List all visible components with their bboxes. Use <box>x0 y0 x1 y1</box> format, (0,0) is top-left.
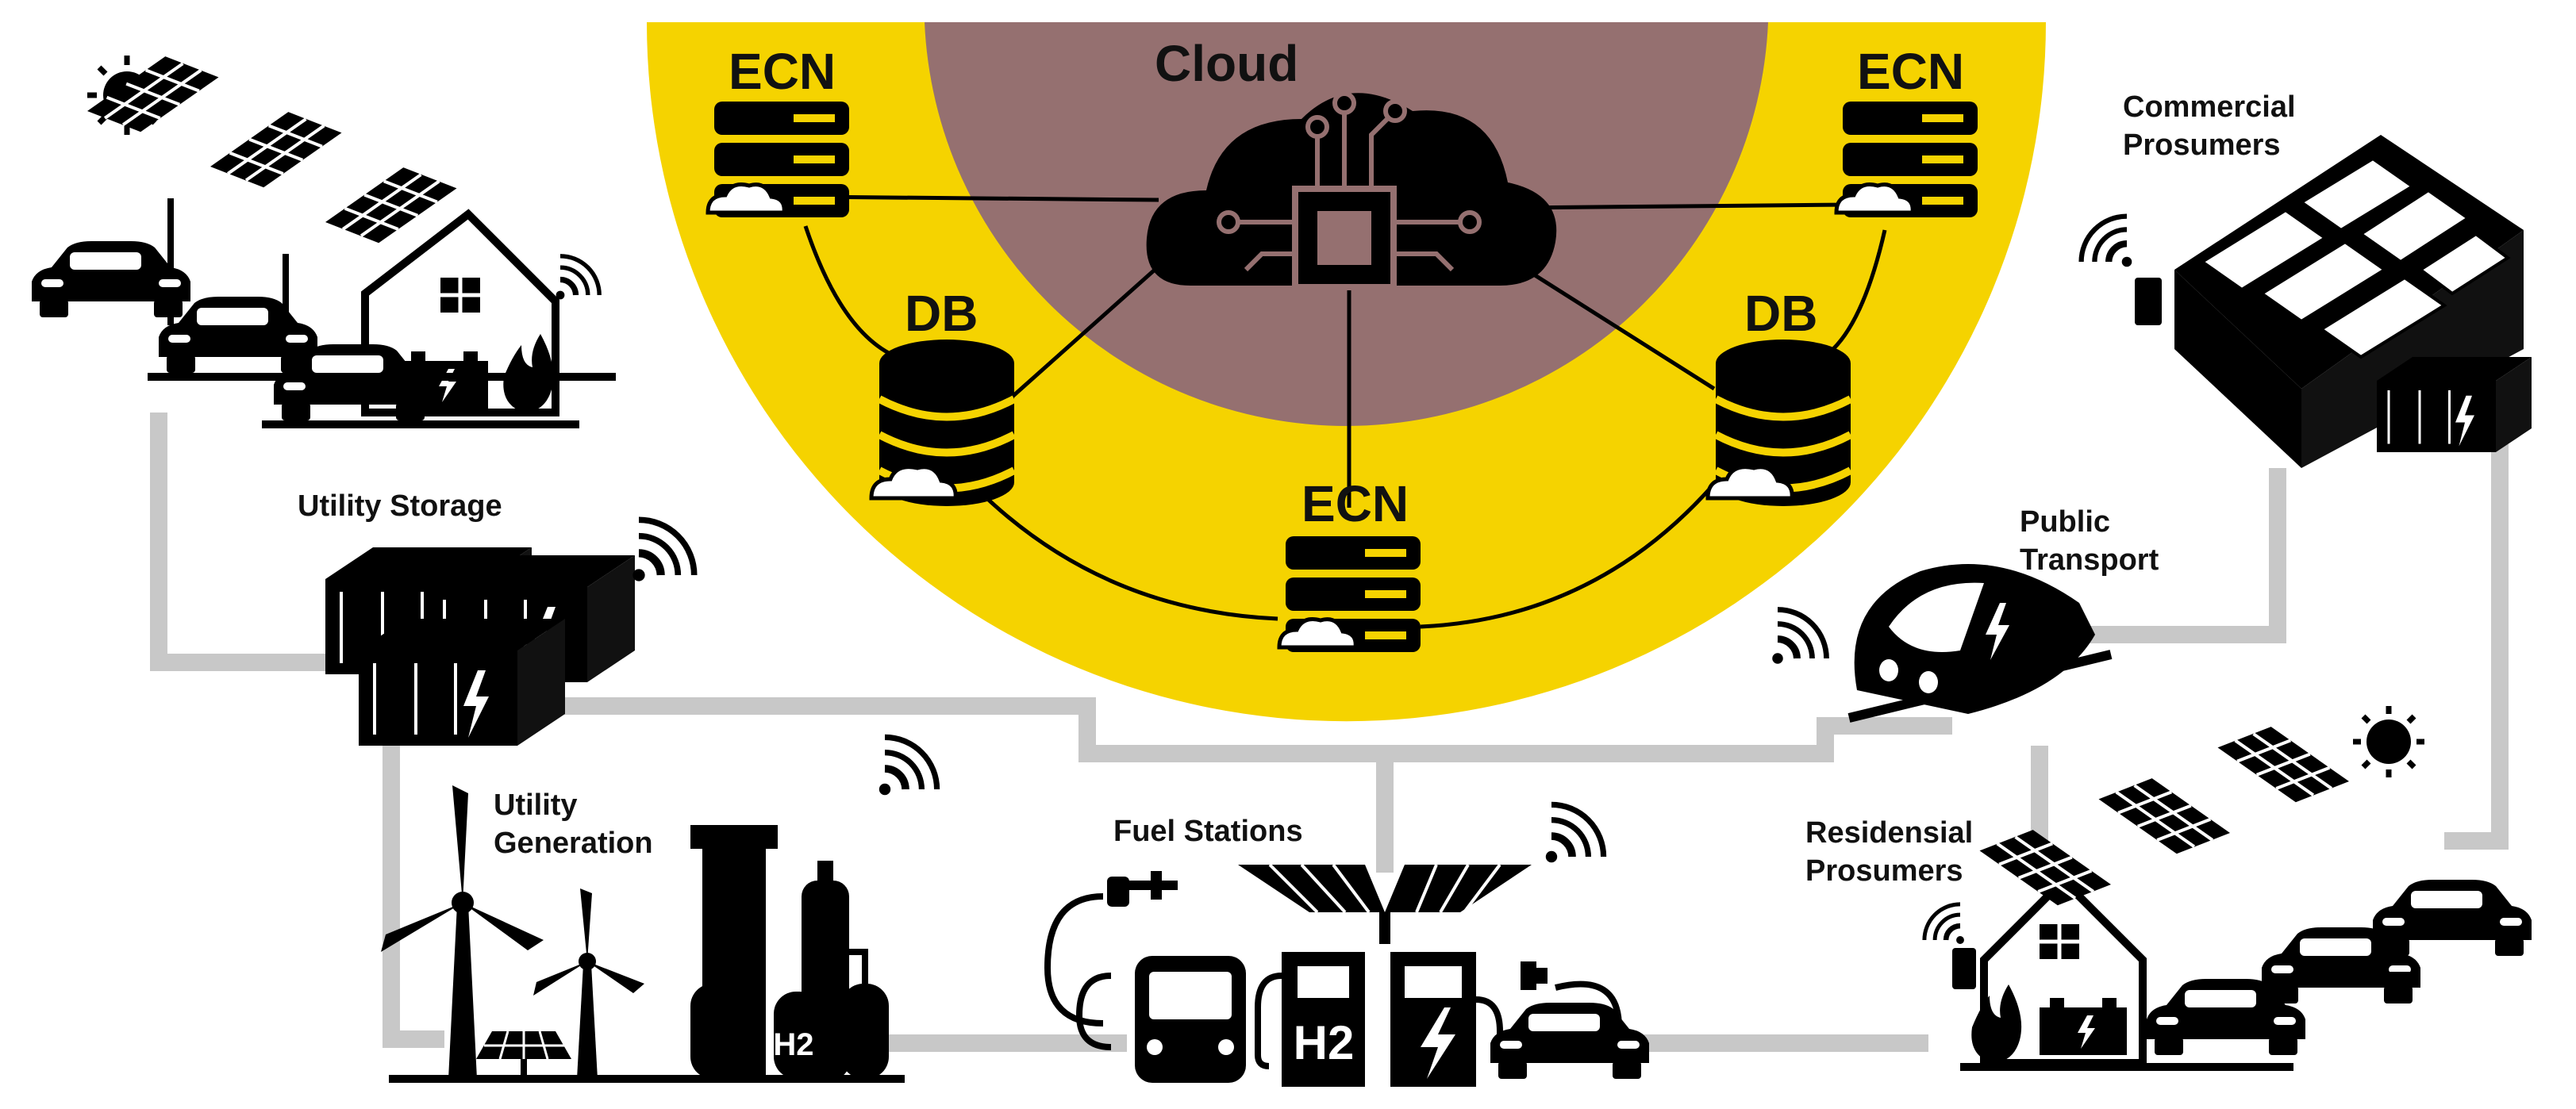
train-icon <box>1772 564 2113 723</box>
fire-icon <box>1971 984 2022 1063</box>
db-right-label: DB <box>1744 285 1818 342</box>
wifi-icon <box>556 256 600 300</box>
container-battery-icon <box>2377 357 2532 452</box>
utility-generation-group: H2 <box>381 737 937 1083</box>
wind-turbine-icon <box>533 888 644 1079</box>
wifi-icon <box>632 520 694 581</box>
wifi-icon <box>879 737 937 795</box>
ecn-left-label: ECN <box>729 43 836 100</box>
commercial-building-icon <box>2082 135 2532 468</box>
top-left-houses-group <box>32 36 616 428</box>
wifi-icon <box>1772 610 1826 664</box>
solar-panel-icon <box>209 92 344 208</box>
wind-turbine-icon <box>381 785 544 1079</box>
database-left-icon <box>871 340 1014 506</box>
fuel-stations-group: H2 <box>1044 804 1649 1087</box>
residential-prosumers-label: Residensial Prosumers <box>1805 816 1974 888</box>
hydrogen-plant-icon: H2 <box>659 825 905 1083</box>
utility-storage-label: Utility Storage <box>298 489 502 523</box>
public-transport-label: Public Transport <box>2020 505 2159 577</box>
wifi-icon <box>1546 804 1604 862</box>
solar-panel-icon <box>2216 707 2351 823</box>
bus-icon <box>1044 871 1246 1083</box>
sun-icon <box>2353 706 2424 777</box>
db-left-label: DB <box>905 285 978 342</box>
database-right-icon <box>1708 340 1851 506</box>
ecn-bottom-label: ECN <box>1301 475 1409 532</box>
car-icon <box>32 241 190 317</box>
h2-station-label: H2 <box>1294 1016 1355 1069</box>
car-icon <box>2373 880 2532 956</box>
network-links <box>801 194 1887 629</box>
solar-panel-icon <box>476 1030 571 1075</box>
wifi-icon <box>2082 217 2132 267</box>
ecn-server-left-icon <box>708 102 849 217</box>
battery-icon <box>401 351 488 409</box>
cloud-chip-icon <box>1146 91 1557 297</box>
residential-houses-group <box>1924 706 2532 1071</box>
ev-charger-icon <box>1390 952 1503 1087</box>
car-icon <box>1490 1003 1649 1079</box>
cloud-label: Cloud <box>1155 35 1299 92</box>
fuel-stations-label: Fuel Stations <box>1113 815 1303 848</box>
ecn-server-bottom-icon <box>1279 536 1421 652</box>
commercial-prosumers-label: Commercial Prosumers <box>2123 90 2296 162</box>
h2-plant-label: H2 <box>773 1027 813 1062</box>
utility-generation-label: Utility Generation <box>494 789 653 860</box>
battery-icon <box>2040 998 2127 1055</box>
solar-panel-icon <box>2097 758 2232 874</box>
ecn-server-right-icon <box>1836 102 1978 217</box>
wifi-icon <box>1924 904 1964 944</box>
ecn-right-label: ECN <box>1857 43 1965 100</box>
fuel-pump-icon: H2 <box>1255 952 1365 1087</box>
